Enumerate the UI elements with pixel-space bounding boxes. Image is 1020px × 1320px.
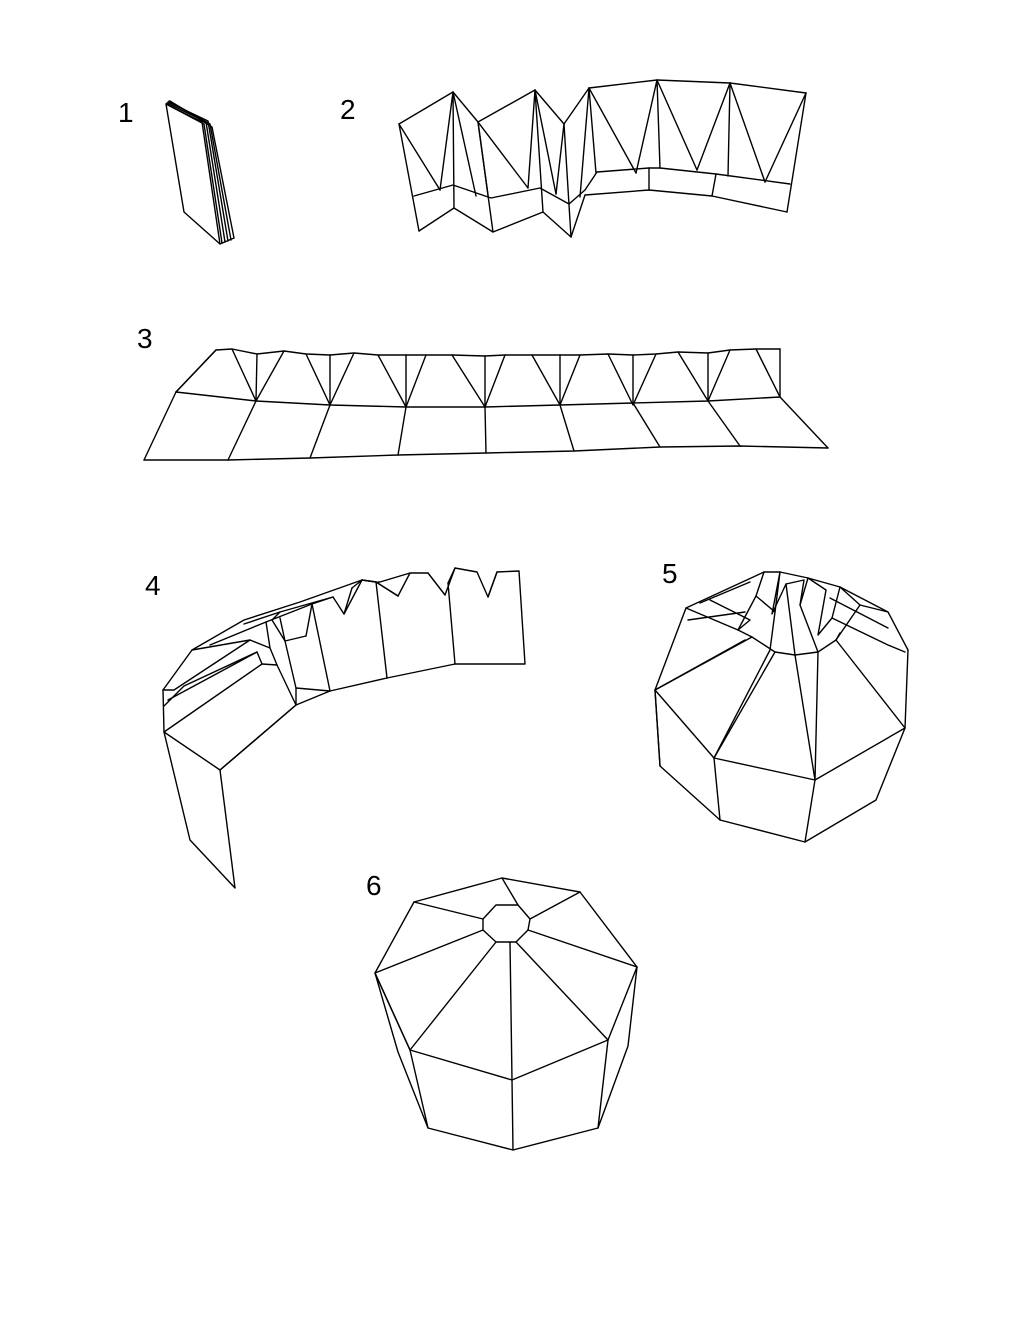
step-2-pleated-strip — [398, 79, 807, 238]
step-3-label: 3 — [137, 323, 153, 354]
step-4-label: 4 — [145, 570, 161, 601]
step-2-label: 2 — [340, 94, 356, 125]
step-5: 5 — [654, 558, 909, 843]
step-3-strip — [143, 348, 829, 461]
step-1-label: 1 — [118, 97, 134, 128]
step-3: 3 — [137, 323, 829, 461]
step-4-curved-strip — [162, 567, 526, 889]
step-6-finished-box — [374, 877, 638, 1151]
step-5-octagonal-form — [654, 571, 909, 843]
step-1-folded-stack — [165, 100, 235, 245]
step-5-label: 5 — [662, 558, 678, 589]
step-6: 6 — [366, 870, 638, 1151]
step-4: 4 — [145, 567, 526, 889]
step-6-label: 6 — [366, 870, 382, 901]
step-2: 2 — [340, 79, 807, 238]
step-1: 1 — [118, 97, 235, 245]
